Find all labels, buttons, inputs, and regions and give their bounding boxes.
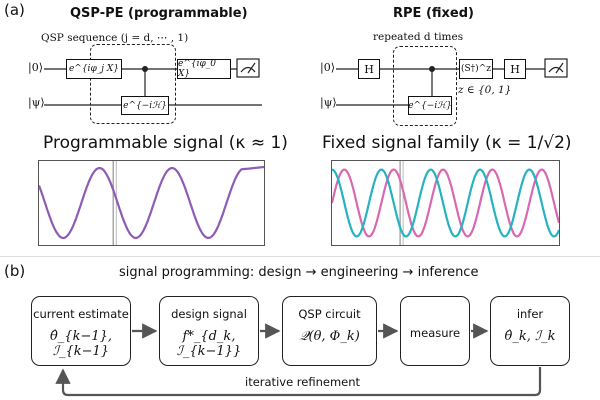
banner-text: signal programming: design → engineering… (119, 265, 479, 280)
programmable-signal-plot (37, 160, 265, 246)
gate-h1: H (358, 59, 380, 79)
fixed-signal-series-1 (331, 168, 561, 238)
gate-unitary-right: e^{−iℋ} (408, 96, 452, 115)
box-current-estimate-math: θ̂_{k−1}, ℐ_{k−1} (49, 329, 113, 359)
right-signal-title: Fixed signal family (κ = 1/√2) (322, 133, 572, 153)
feedback-arrow (55, 367, 542, 397)
left-title: QSP-PE (programmable) (70, 6, 248, 21)
box-infer: infer θ̂_k, ℐ_k (490, 296, 570, 366)
z-note: z ∈ {0, 1} (458, 84, 512, 96)
panel-a-label: (a) (4, 1, 25, 19)
left-ket-top: |0⟩ (28, 61, 43, 74)
gate-phase-j: e^{iφ_j X} (66, 59, 122, 79)
gate-s-dagger: (S†)^z (459, 59, 493, 79)
left-repeat-box (90, 44, 176, 124)
fixed-signal-series-0 (330, 168, 561, 238)
left-ket-bottom: |ψ⟩ (28, 96, 45, 109)
box-current-estimate-title: current estimate (33, 307, 129, 321)
programmable-signal-series-0 (37, 165, 265, 240)
box-qsp-circuit-math: 𝒬(θ, Φ_k) (299, 329, 360, 344)
gate-unitary-left: e^{−iℋ} (121, 96, 169, 115)
fixed-signal-plot (330, 160, 561, 246)
gate-h2: H (504, 59, 526, 79)
panel-b-label: (b) (4, 262, 26, 280)
box-infer-title: infer (516, 307, 544, 321)
fixed-signal-svg (330, 161, 561, 245)
box-qsp-circuit-title: QSP circuit (298, 307, 361, 321)
left-circuit-note: QSP sequence (j = d, ⋯ , 1) (41, 32, 189, 44)
right-control-dot (429, 66, 435, 72)
right-title: RPE (fixed) (393, 6, 474, 21)
right-ket-bottom: |ψ⟩ (320, 96, 337, 109)
right-repeat-box (393, 46, 457, 126)
left-control-dot (142, 66, 148, 72)
box-current-estimate: current estimate θ̂_{k−1}, ℐ_{k−1} (31, 296, 131, 366)
loop-label: iterative refinement (245, 375, 361, 389)
left-meter-icon (236, 58, 260, 78)
right-meter-icon (544, 58, 568, 78)
box-design-signal-math: f*_{d_k, ℐ_{k−1}} (176, 329, 242, 359)
panel-divider (0, 256, 600, 257)
box-measure-title: measure (409, 326, 461, 340)
box-design-signal-title: design signal (171, 307, 247, 321)
flow-arrows (55, 323, 542, 397)
right-ket-top: |0⟩ (320, 61, 335, 74)
programmable-signal-svg (37, 161, 265, 245)
box-qsp-circuit: QSP circuit 𝒬(θ, Φ_k) (282, 296, 377, 366)
right-circuit-note: repeated d times (373, 31, 464, 43)
gate-phase-0: e^{iφ_0 X} (177, 59, 231, 79)
box-infer-math: θ̂_k, ℐ_k (504, 329, 556, 344)
left-signal-title: Programmable signal (κ ≈ 1) (43, 133, 288, 153)
box-design-signal: design signal f*_{d_k, ℐ_{k−1}} (159, 296, 259, 366)
box-measure: measure (400, 296, 470, 366)
